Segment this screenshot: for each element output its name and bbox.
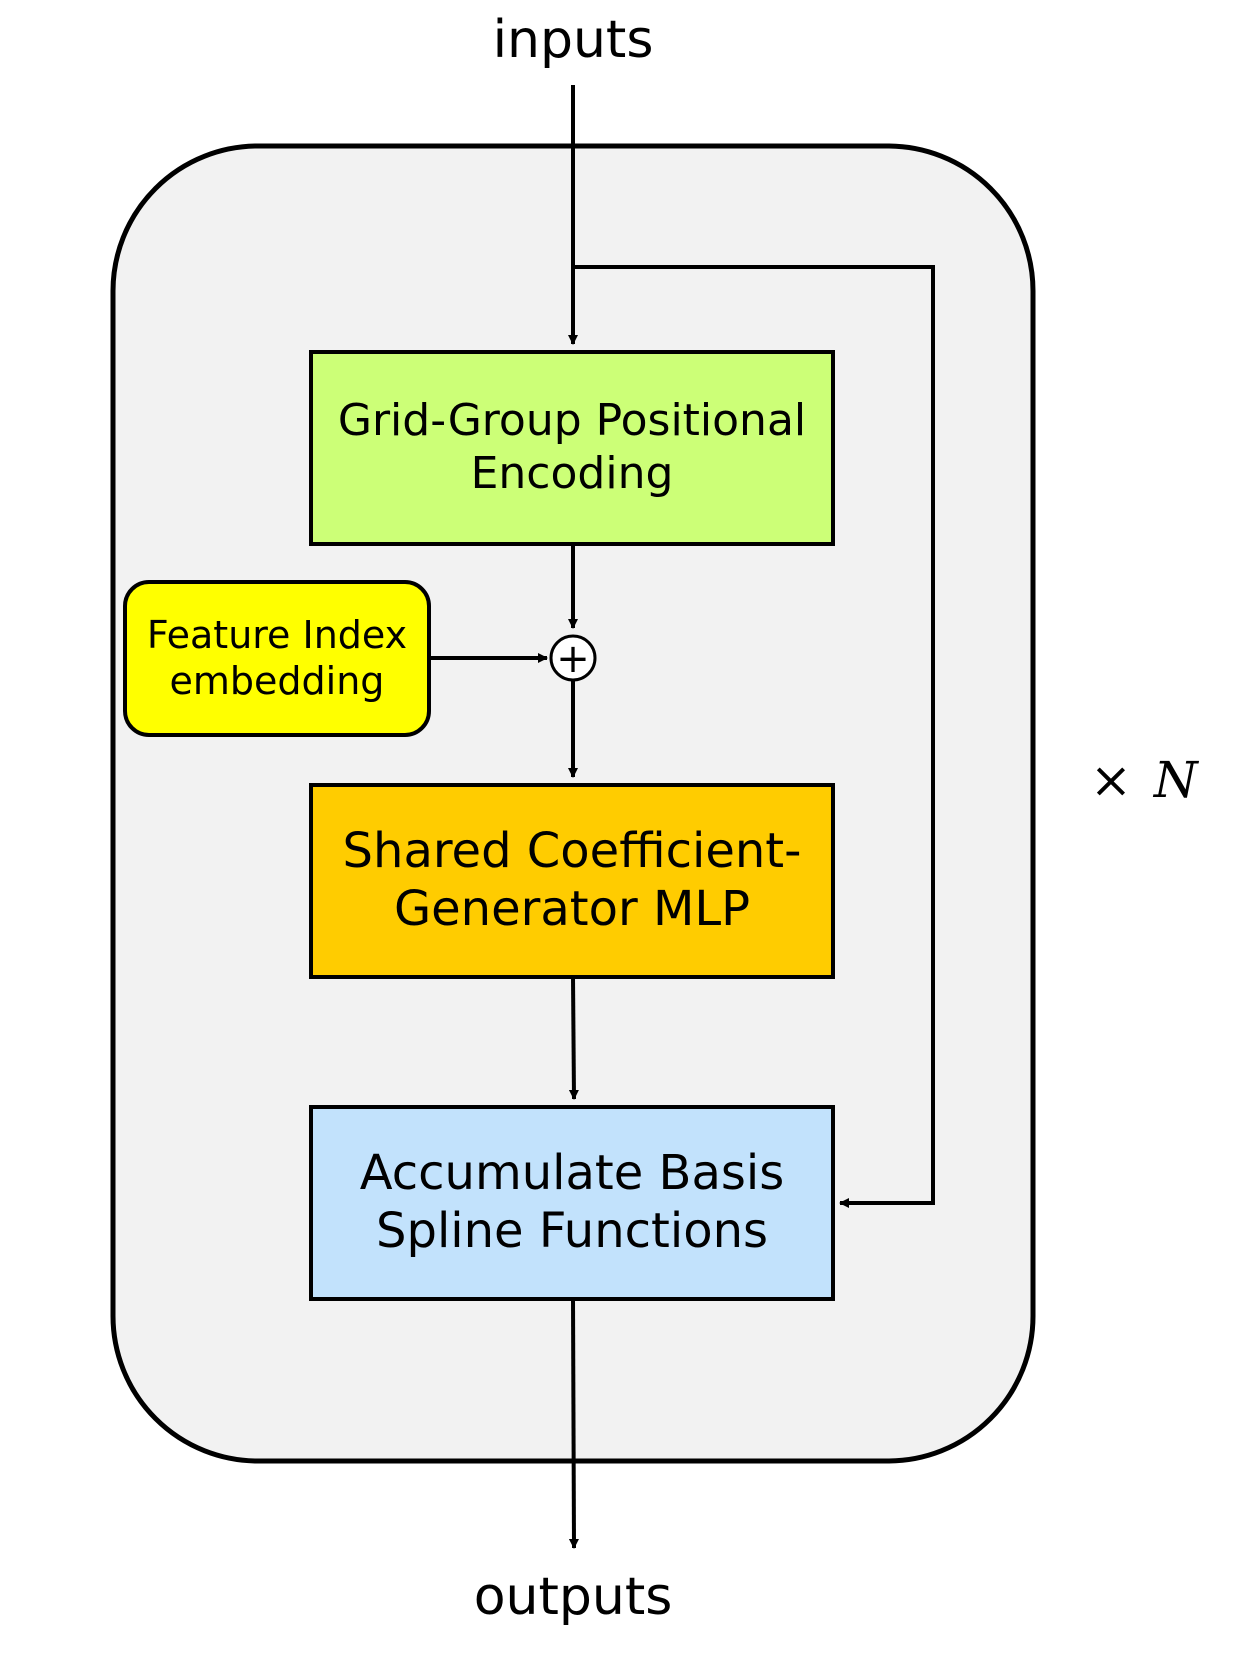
- repeat-count-label: × N: [1090, 745, 1220, 815]
- grid-group-positional-encoding-box: [309, 350, 835, 546]
- skip-connection-path: [573, 265, 935, 1208]
- shared-coefficient-generator-mlp-box: [309, 783, 835, 979]
- accumulate-basis-spline-functions-label: Accumulate Basis Spline Functions: [359, 1145, 785, 1259]
- times-symbol: ×: [1090, 751, 1132, 809]
- accumulate-basis-spline-functions-box: [309, 1105, 835, 1301]
- shared-coefficient-generator-mlp-label: Shared Coefficient- Generator MLP: [342, 823, 802, 937]
- outputs-label: outputs: [473, 1566, 673, 1627]
- inputs-label: inputs: [492, 9, 654, 70]
- sum-operator-symbol: +: [556, 636, 590, 682]
- repeat-variable: N: [1153, 751, 1198, 809]
- mlp-to-accumulate-arrow: [568, 976, 579, 1100]
- feature-index-embedding-label: Feature Index embedding: [146, 612, 408, 703]
- grid-group-positional-encoding-label: Grid-Group Positional Encoding: [337, 395, 807, 499]
- output-arrow: [568, 1298, 579, 1549]
